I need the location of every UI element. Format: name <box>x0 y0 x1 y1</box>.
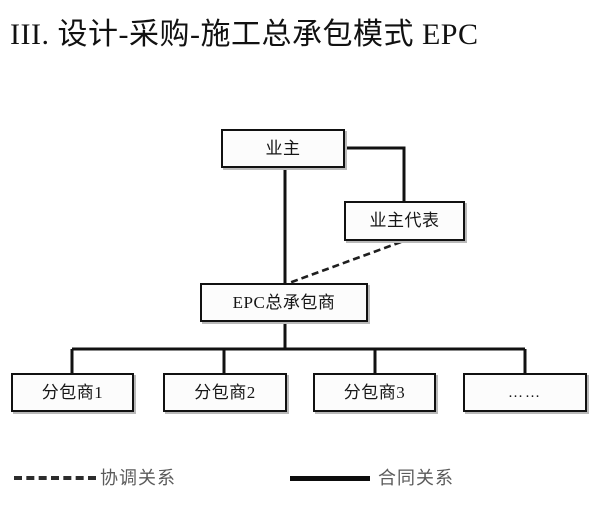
node-subcontractor-3[interactable]: 分包商3 <box>313 373 436 412</box>
legend-item-coordination: 协调关系 <box>14 466 176 490</box>
legend-contract-label: 合同关系 <box>378 468 454 488</box>
node-subcontractor-more[interactable]: …… <box>463 373 587 412</box>
solid-line-icon <box>290 475 370 481</box>
node-epc-general-contractor-label: EPC总承包商 <box>232 292 336 312</box>
node-subcontractor-3-label: 分包商3 <box>343 382 406 402</box>
node-subcontractor-2[interactable]: 分包商2 <box>163 373 287 412</box>
node-owner-representative-label: 业主代表 <box>369 211 440 230</box>
legend-coordination-label: 协调关系 <box>100 468 176 488</box>
node-epc-general-contractor[interactable]: EPC总承包商 <box>200 283 368 322</box>
node-owner[interactable]: 业主 <box>221 129 345 168</box>
legend-item-contract: 合同关系 <box>290 466 454 490</box>
page-title: III. 设计-采购-施工总承包模式 EPC <box>10 18 479 51</box>
dashed-line-icon <box>14 476 96 480</box>
node-subcontractor-1[interactable]: 分包商1 <box>11 373 134 412</box>
edge-owner-to-owner-rep <box>345 146 406 201</box>
edge-owner-rep-to-epc-dashed <box>288 240 402 285</box>
node-owner-label: 业主 <box>265 138 301 158</box>
node-subcontractor-2-label: 分包商2 <box>194 382 256 402</box>
node-owner-representative[interactable]: 业主代表 <box>344 201 465 241</box>
node-subcontractor-more-label: …… <box>508 384 542 401</box>
node-subcontractor-1-label: 分包商1 <box>41 382 104 402</box>
